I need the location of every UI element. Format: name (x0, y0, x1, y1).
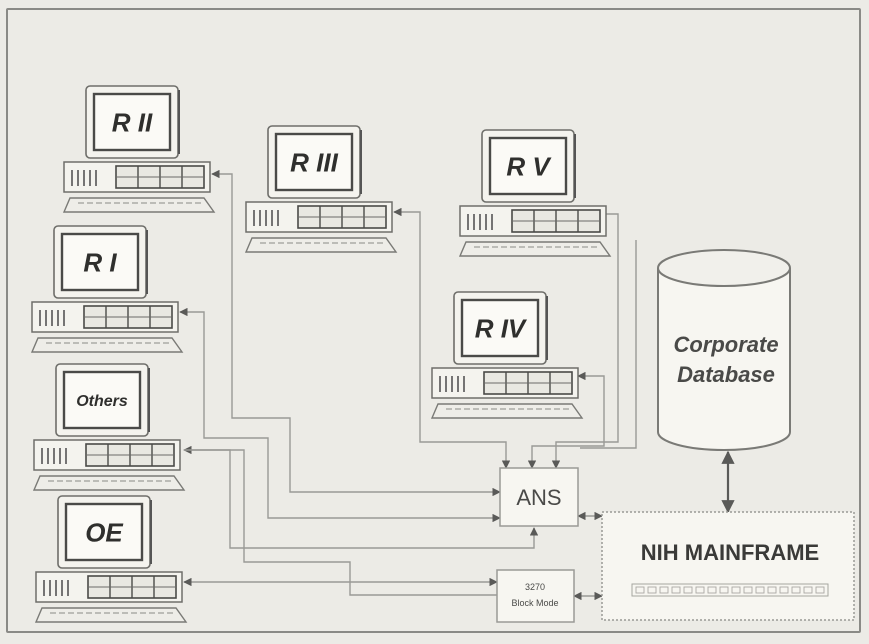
diagram-border (6, 8, 861, 633)
